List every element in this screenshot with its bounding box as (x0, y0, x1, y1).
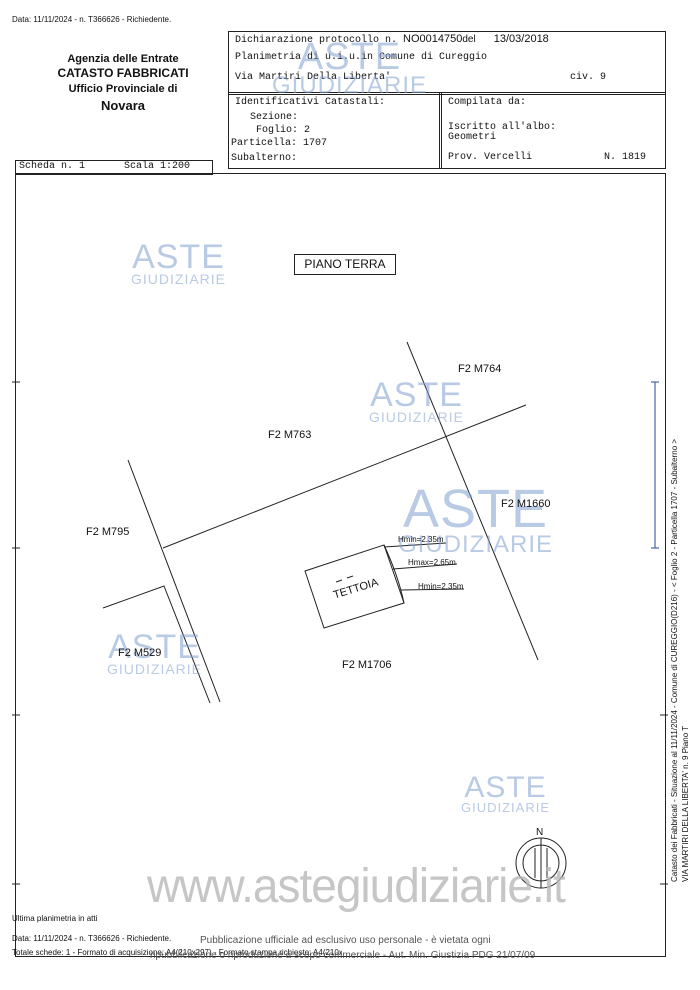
address-line: Via Martiri Della Liberta' (235, 72, 392, 83)
protocol-box (228, 31, 666, 95)
planimetria-line: Planimetria di u.i.u.in Comune di Curegg… (235, 52, 488, 63)
tettoia-dash-1 (335, 579, 343, 583)
watermark-2: ASTE GIUDIZIARIE (369, 376, 465, 425)
scheda-box (15, 160, 213, 175)
parcel-m1660: F2 M1660 (501, 498, 551, 510)
agency-name: Agenzia delle Entrate (67, 53, 179, 65)
boundary-line-sw (102, 585, 211, 704)
footer-totale: Totale schede: 1 - Formato di acquisizio… (12, 948, 342, 957)
compilata-geometri: Geometri (448, 132, 497, 143)
compilata-iscritto: Iscritto all'albo: (448, 122, 557, 133)
protocol-del: del (462, 34, 476, 45)
watermark-5: ASTE GIUDIZIARIE (461, 771, 551, 815)
tettoia-arc (383, 544, 405, 604)
ident-particella: Particella: 1707 (231, 138, 328, 149)
side-situation-text: Catasto dei Fabbricati - Situazione al 1… (670, 438, 679, 882)
protocol-number: NO0014750 (403, 33, 463, 45)
watermark-4: ASTE GIUDIZIARIE (107, 628, 203, 677)
ident-foglio: Foglio: 2 (256, 125, 311, 136)
plan-title: PIANO TERRA (304, 257, 386, 271)
parcel-m763: F2 M763 (268, 429, 312, 441)
watermark-3: ASTE GIUDIZIARIE (398, 479, 554, 558)
civic-number: civ. 9 (570, 72, 607, 83)
watermark-1: ASTE GIUDIZIARIE (131, 238, 227, 287)
frame-ticks (12, 381, 668, 885)
agency-block: Agenzia delle Entrate CATASTO FABBRICATI… (38, 52, 208, 115)
catasto-title: CATASTO FABBRICATI (57, 66, 189, 81)
hmax-leader (392, 563, 458, 570)
footer-data: Data: 11/11/2024 - n. T366626 - Richiede… (12, 934, 172, 943)
hmin2-label: Hmin=2.35m (418, 582, 464, 591)
top-request-line: Data: 11/11/2024 - n. T366626 - Richiede… (12, 15, 172, 24)
tettoia-dash-2 (346, 575, 354, 579)
ident-box (228, 92, 442, 169)
ufficio-city: Novara (100, 98, 146, 114)
boundary-line-east (406, 341, 539, 661)
parcel-m529: F2 M529 (118, 647, 162, 659)
ident-sezione: Sezione: (250, 112, 299, 123)
scala-label: Scala 1:200 (124, 161, 191, 172)
footer-pub2: ripubblicazione o riproduzione a scopo c… (150, 950, 536, 961)
ident-subalterno: Subalterno: (231, 153, 298, 164)
compilata-prov: Prov. Vercelli (448, 152, 533, 163)
hmin2-leader (400, 588, 465, 591)
drawing-frame (15, 173, 666, 957)
boundary-line-diagonal (162, 404, 527, 549)
footer-pub1: Pubblicazione ufficiale ad esclusivo uso… (200, 935, 491, 946)
parcel-m1706: F2 M1706 (342, 659, 392, 671)
ultima-planimetria: Ultima planimetria in atti (12, 914, 98, 923)
ident-title: Identificativi Catastali: (235, 97, 386, 108)
hmin1-label: Hmin=2.35m (398, 535, 444, 544)
website-watermark: www.astegiudiziarie.it (147, 857, 566, 913)
boundary-line-west (127, 459, 221, 703)
north-arrow-icon (515, 837, 567, 889)
compilata-number: N. 1819 (604, 152, 647, 163)
plan-title-box (294, 254, 396, 275)
hmin1-leader (383, 542, 447, 548)
ufficio-label: Ufficio Provinciale di (68, 82, 178, 95)
protocol-date: 13/03/2018 (493, 33, 549, 45)
protocol-line: Dichiarazione protocollo n. NO0014750del… (235, 33, 549, 46)
scheda-label: Scheda n. 1 (19, 161, 86, 172)
side-address-text: VIA MARTIRI DELLA LIBERTA' n. 9 Piano T (681, 725, 690, 882)
parcel-m795: F2 M795 (86, 526, 130, 538)
protocol-label: Dichiarazione protocollo n. (235, 35, 398, 46)
compilata-box (439, 92, 666, 169)
side-marks (651, 381, 659, 549)
watermark-header: ASTE GIUDIZIARIE (272, 36, 428, 99)
compilata-title: Compilata da: (448, 97, 527, 108)
parcel-m764: F2 M764 (458, 363, 502, 375)
hmax-label: Hmax=2.65m (408, 558, 456, 567)
north-label: N (536, 827, 544, 838)
